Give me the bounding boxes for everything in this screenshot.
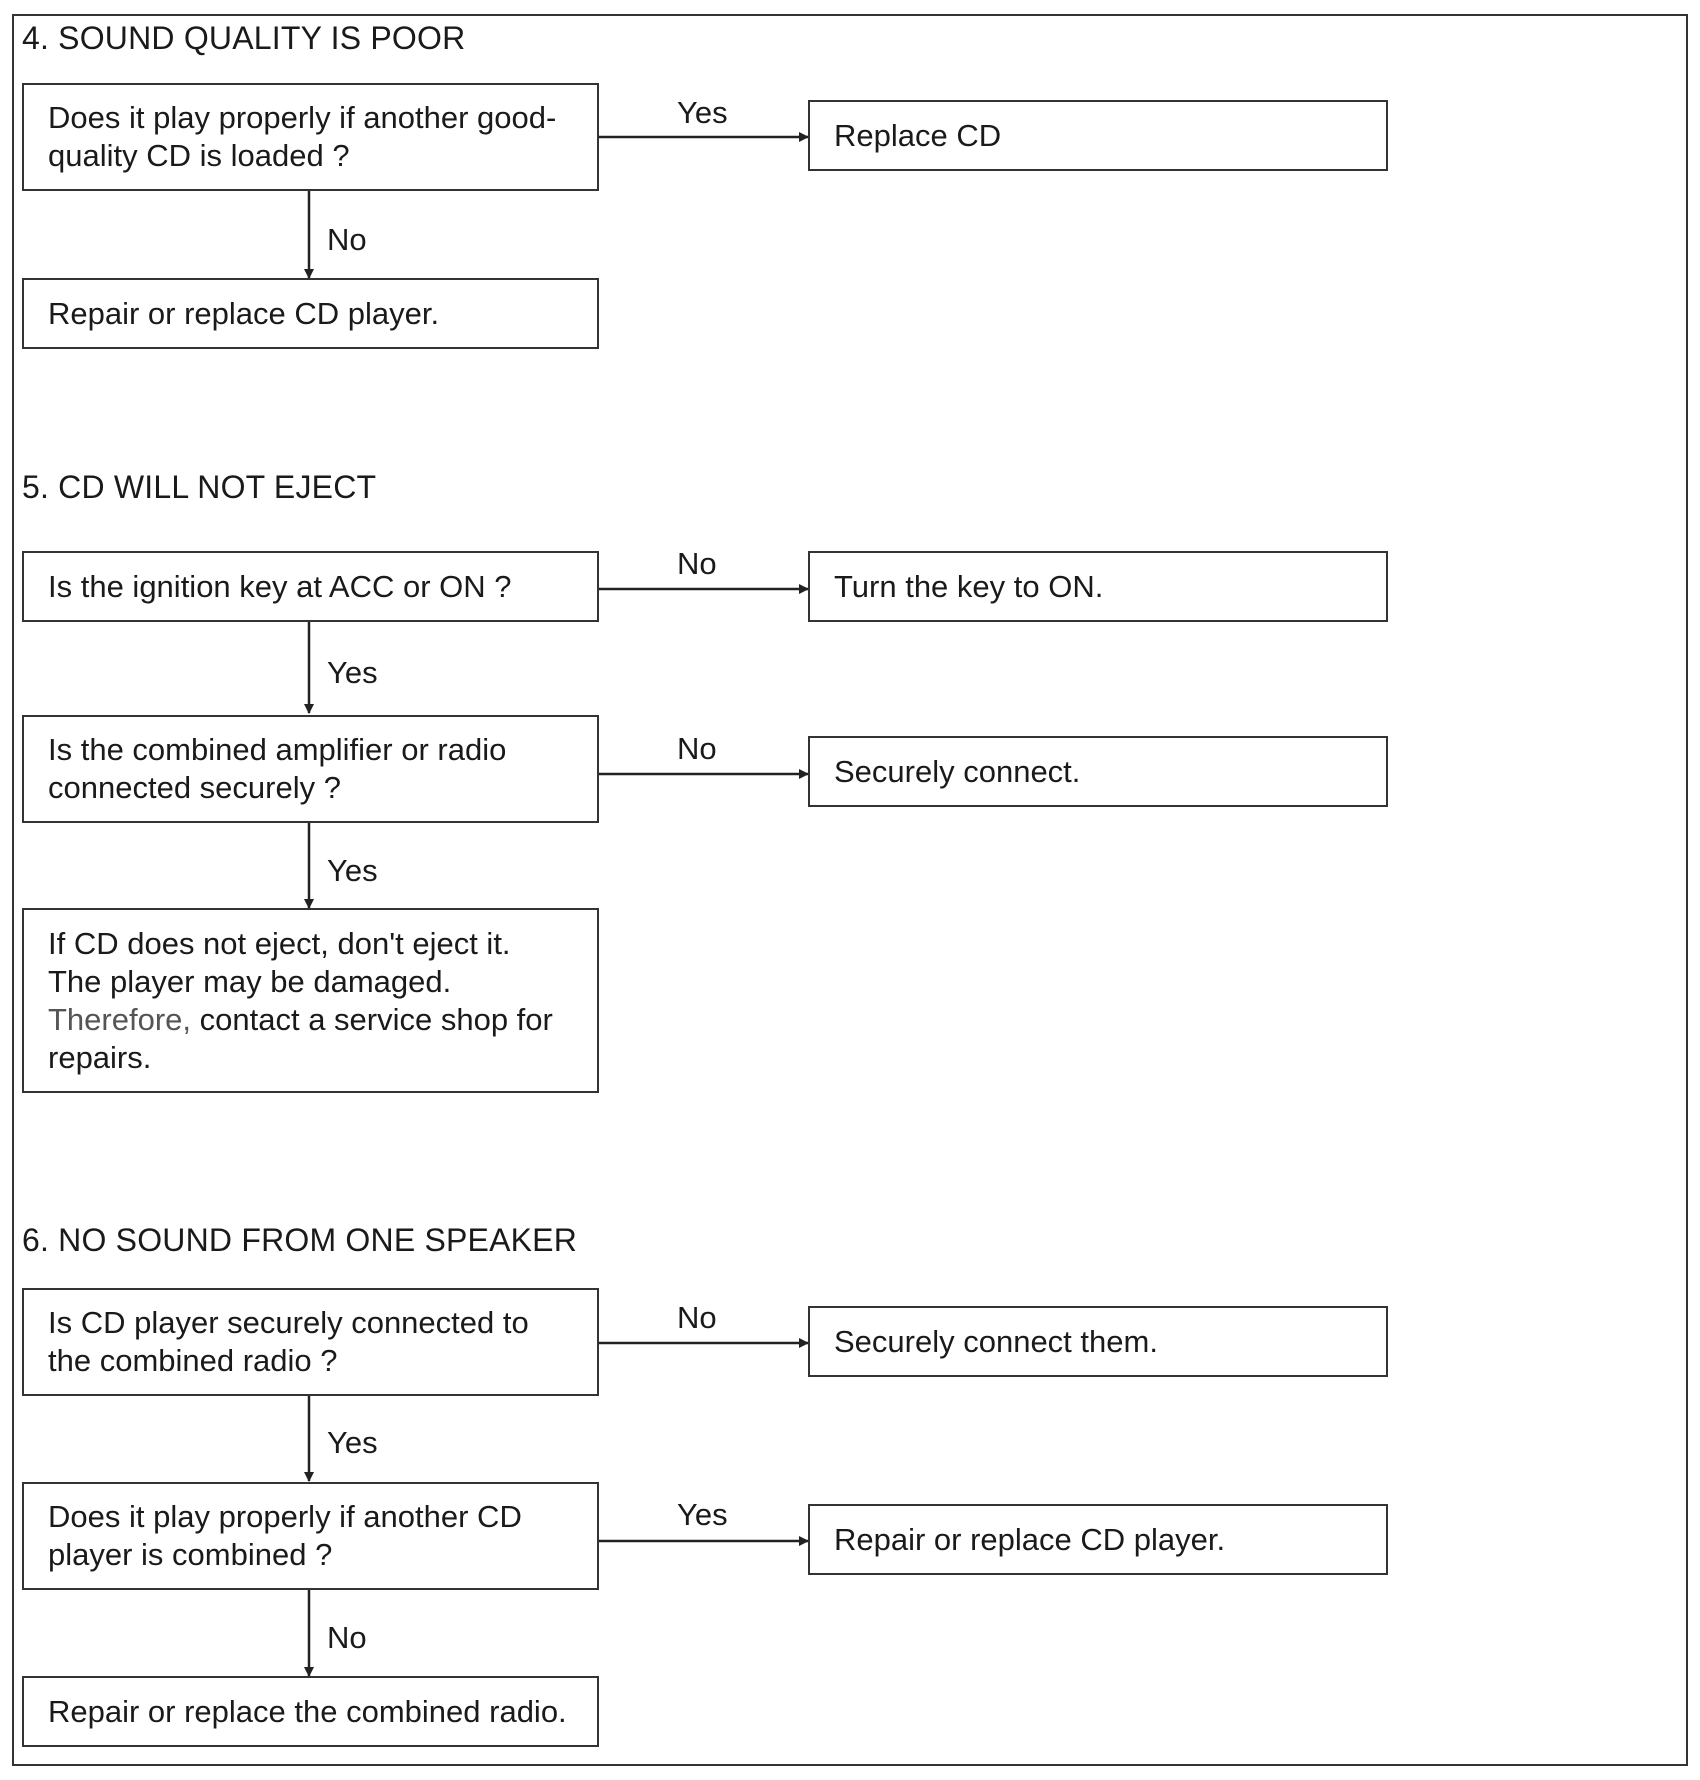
s5-end-line-1: If CD does not eject, don't eject it. [48, 925, 511, 961]
s4-question-box: Does it play properly if another good- q… [22, 83, 599, 191]
s5-question-1-box: Is the ignition key at ACC or ON ? [22, 551, 599, 622]
section-6-heading: 6. NO SOUND FROM ONE SPEAKER [22, 1222, 578, 1258]
s4-replace-cd-text: Replace CD [834, 117, 1002, 153]
s5-end-box: If CD does not eject, don't eject it. Th… [22, 908, 599, 1093]
s5-q1-no-label: No [677, 546, 717, 581]
diagram-frame [12, 14, 1688, 1766]
s4-end-text: Repair or replace CD player. [48, 295, 440, 331]
s4-yes-label: Yes [677, 95, 728, 130]
s6-repair-player-text: Repair or replace CD player. [834, 1521, 1226, 1557]
s6-question-1-line-1: Is CD player securely connected to [48, 1305, 529, 1340]
s6-question-1-box: Is CD player securely connected to the c… [22, 1288, 599, 1396]
s5-q2-no-label: No [677, 731, 717, 766]
s4-question-line-1: Does it play properly if another good- [48, 100, 557, 135]
s5-question-2-line-2: connected securely ? [48, 770, 341, 805]
s6-question-2-line-2: player is combined ? [48, 1537, 333, 1572]
s5-q1-yes-label: Yes [327, 655, 378, 690]
s4-replace-cd-box: Replace CD [808, 100, 1388, 171]
s4-question-line-2: quality CD is loaded ? [48, 138, 350, 173]
s6-securely-connect-them-text: Securely connect them. [834, 1323, 1158, 1359]
section-5-heading: 5. CD WILL NOT EJECT [22, 469, 377, 505]
s5-end-line-3-b: contact a service shop for [191, 1001, 553, 1037]
s5-turn-key-text: Turn the key to ON. [834, 568, 1104, 604]
s6-question-2-line-1: Does it play properly if another CD [48, 1499, 522, 1534]
s6-q1-yes-label: Yes [327, 1425, 378, 1460]
s5-q2-yes-label: Yes [327, 853, 378, 888]
s6-repair-player-box: Repair or replace CD player. [808, 1504, 1388, 1575]
s5-end-line-3-a: Therefore, [48, 1001, 192, 1037]
s5-securely-connect-text: Securely connect. [834, 753, 1081, 789]
s5-end-line-2: The player may be damaged. [48, 963, 452, 999]
s6-q1-no-label: No [677, 1300, 717, 1335]
s6-end-text: Repair or replace the combined radio. [48, 1693, 567, 1729]
s6-end-box: Repair or replace the combined radio. [22, 1676, 599, 1747]
s6-q2-no-label: No [327, 1620, 367, 1655]
s5-question-2-box: Is the combined amplifier or radio conne… [22, 715, 599, 823]
s6-q2-yes-label: Yes [677, 1497, 728, 1532]
s6-securely-connect-them-box: Securely connect them. [808, 1306, 1388, 1377]
s5-end-line-4: repairs. [48, 1039, 152, 1075]
s5-end-line-3: Therefore, contact a service shop for [48, 1001, 573, 1039]
s4-end-box: Repair or replace CD player. [22, 278, 599, 349]
section-4-heading: 4. SOUND QUALITY IS POOR [22, 20, 466, 56]
s5-turn-key-box: Turn the key to ON. [808, 551, 1388, 622]
s5-question-2-line-1: Is the combined amplifier or radio [48, 732, 507, 767]
s6-question-1-line-2: the combined radio ? [48, 1343, 338, 1378]
s5-question-1-text: Is the ignition key at ACC or ON ? [48, 568, 512, 604]
s4-no-label: No [327, 222, 367, 257]
s6-question-2-box: Does it play properly if another CD play… [22, 1482, 599, 1590]
s5-securely-connect-box: Securely connect. [808, 736, 1388, 807]
